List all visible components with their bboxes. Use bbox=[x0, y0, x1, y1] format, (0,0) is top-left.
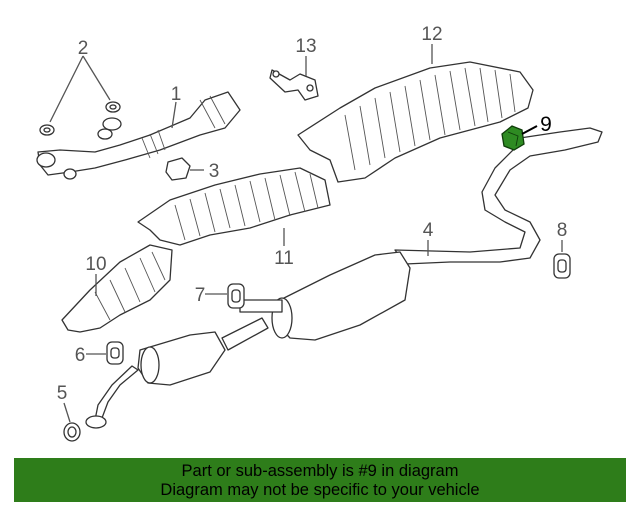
part-9-highlighted[interactable] bbox=[501, 125, 525, 151]
callout-2: 2 bbox=[78, 38, 89, 59]
callout-10: 10 bbox=[85, 254, 106, 275]
callout-7: 7 bbox=[195, 285, 206, 306]
part-11-heat-shield-center[interactable] bbox=[137, 167, 331, 246]
callout-6: 6 bbox=[75, 345, 86, 366]
part-7-rubber-hanger[interactable] bbox=[227, 283, 245, 309]
exhaust-parts-diagram: 1 2 3 4 5 6 7 8 9 10 11 12 13 bbox=[36, 24, 603, 442]
callout-12: 12 bbox=[421, 24, 442, 45]
part-4-muffler-tailpipe-assembly[interactable] bbox=[85, 127, 603, 429]
part-5-gasket[interactable] bbox=[63, 422, 81, 442]
part-6-rubber-hanger[interactable] bbox=[106, 341, 124, 365]
callout-4: 4 bbox=[423, 220, 434, 241]
callout-8: 8 bbox=[557, 220, 568, 241]
callouts: 1 2 3 4 5 6 7 8 9 10 11 12 13 bbox=[57, 24, 568, 404]
banner-line-part: Part or sub-assembly is #9 in diagram bbox=[181, 462, 459, 480]
callout-13: 13 bbox=[295, 36, 316, 57]
callout-9: 9 bbox=[540, 113, 552, 136]
part-2-gaskets[interactable] bbox=[39, 101, 121, 136]
part-10-heat-shield-front[interactable] bbox=[61, 244, 173, 333]
part-12-heat-shield-rear[interactable] bbox=[297, 61, 534, 183]
callout-11: 11 bbox=[274, 248, 294, 269]
part-13-bracket[interactable] bbox=[269, 69, 319, 101]
part-8-rubber-hanger[interactable] bbox=[553, 253, 571, 279]
part-1-front-pipe-catalytic-converter[interactable] bbox=[36, 91, 241, 180]
banner-line-disclaimer: Diagram may not be specific to your vehi… bbox=[160, 481, 480, 499]
part-3-rubber-hanger[interactable] bbox=[165, 157, 191, 181]
callout-3: 3 bbox=[209, 161, 220, 182]
callout-1: 1 bbox=[171, 84, 182, 105]
notice-banner: Part or sub-assembly is #9 in diagram Di… bbox=[14, 458, 626, 502]
callout-5: 5 bbox=[57, 383, 68, 404]
leader-lines bbox=[49, 44, 563, 423]
